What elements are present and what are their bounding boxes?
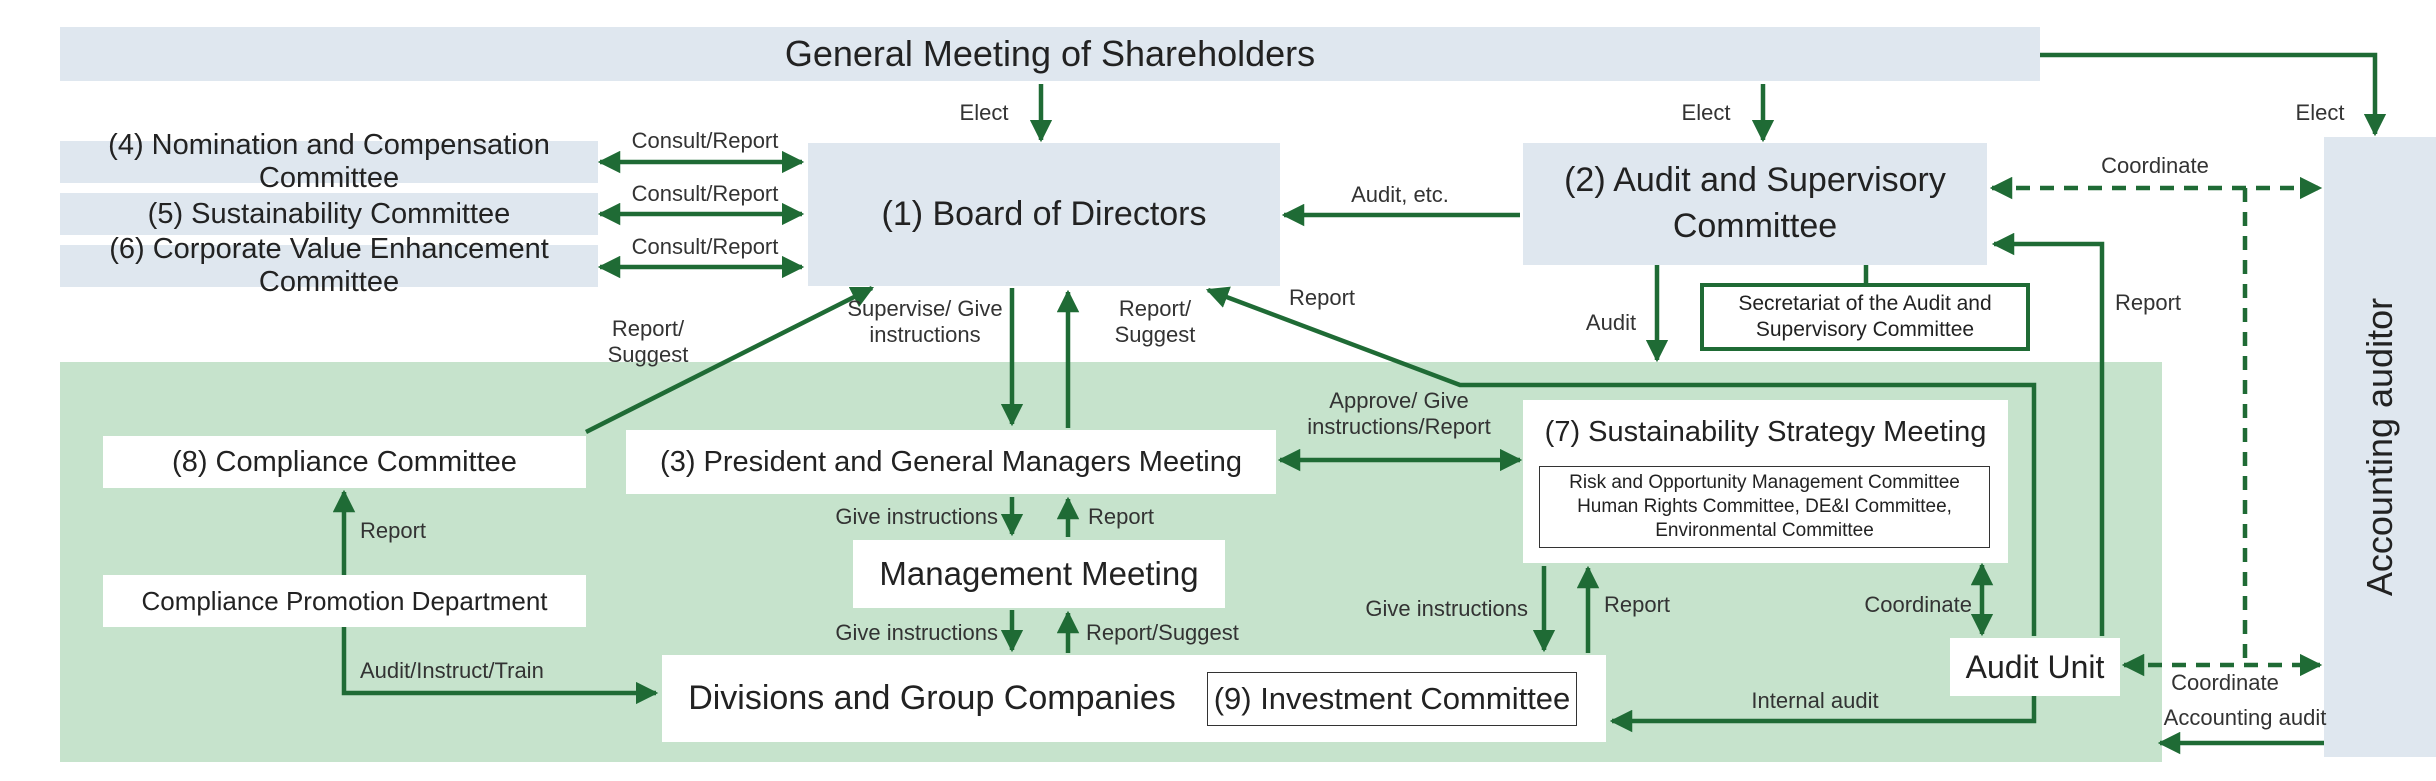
divisions-box: Divisions and Group Companies (9) Invest… — [662, 655, 1606, 742]
sustainability-strategy-title: (7) Sustainability Strategy Meeting — [1544, 415, 1987, 448]
report-board-label: Report — [1288, 285, 1356, 310]
accounting-auditor-box: Accounting auditor — [2324, 137, 2436, 757]
audit-instruct-arrow — [341, 627, 659, 705]
report-sustain-label: Report — [1604, 592, 1671, 617]
internal-audit-label: Internal audit — [1751, 688, 1879, 713]
audit-unit-box: Audit Unit — [1950, 638, 2120, 696]
accounting-audit-label: Accounting audit — [2163, 705, 2327, 730]
board-box: (1) Board of Directors — [808, 143, 1280, 286]
audit-label: Audit — [1585, 310, 1637, 335]
internal-audit-arrow — [1609, 696, 2037, 733]
secretariat-box: Secretariat of the Audit and Supervisory… — [1700, 283, 2030, 351]
compliance-committee-box: (8) Compliance Committee — [103, 436, 586, 488]
coordinate-top-label: Coordinate — [2101, 153, 2209, 178]
supervise-label: Supervise/ Give instructions — [847, 296, 1003, 348]
give-instructions-3-label: Give instructions — [1365, 596, 1528, 621]
elect-board-label: Elect — [959, 100, 1009, 125]
elect-accounting-label: Elect — [2295, 100, 2345, 125]
coordinate-bottom-label: Coordinate — [2171, 670, 2279, 695]
audit-committee-box: (2) Audit and Supervisory Committee — [1523, 143, 1987, 265]
divisions-label: Divisions and Group Companies — [688, 679, 1176, 717]
consult-label-1: Consult/Report — [631, 128, 779, 153]
sustainability-strategy-box: (7) Sustainability Strategy Meeting Risk… — [1523, 400, 2008, 563]
consult-label-3: Consult/Report — [631, 234, 779, 259]
nomination-box: (4) Nomination and Compensation Committe… — [60, 129, 598, 194]
report-suggest-div-label: Report/Suggest — [1086, 620, 1239, 645]
approve-label: Approve/ Give instructions/Report — [1307, 388, 1491, 440]
report-audit-committee-label: Report — [2114, 290, 2182, 315]
investment-committee-box: (9) Investment Committee — [1207, 672, 1577, 726]
compliance-to-board-arrow — [584, 285, 875, 435]
audit-instruct-train-label: Audit/Instruct/Train — [360, 658, 544, 683]
coordinate-mid-label: Coordinate — [1864, 592, 1972, 617]
give-instructions-2-label: Give instructions — [835, 620, 998, 645]
audit-unit-report-board-arrow — [1205, 286, 2037, 636]
shareholders-box: General Meeting of Shareholders — [60, 27, 2040, 81]
report-suggest-board-label: Report/ Suggest — [1114, 296, 1196, 348]
audit-unit-report-committee-arrow — [1991, 232, 2105, 636]
consult-label-2: Consult/Report — [631, 181, 779, 206]
give-instructions-1-label: Give instructions — [835, 504, 998, 529]
report-mgmt-label: Report — [1088, 504, 1155, 529]
management-meeting-box: Management Meeting — [853, 540, 1225, 608]
audit-etc-label: Audit, etc. — [1351, 182, 1449, 207]
elect-accounting-arrow — [2040, 52, 2387, 137]
sustainability-committee-box: (5) Sustainability Committee — [60, 193, 598, 235]
president-meeting-box: (3) President and General Managers Meeti… — [626, 430, 1276, 494]
report-suggest-compliance-label: Report/ Suggest — [607, 316, 689, 368]
elect-audit-label: Elect — [1681, 100, 1731, 125]
sub-committees-box: Risk and Opportunity Management Committe… — [1539, 466, 1990, 548]
compliance-promotion-box: Compliance Promotion Department — [103, 575, 586, 627]
report-compliance-label: Report — [360, 518, 427, 543]
